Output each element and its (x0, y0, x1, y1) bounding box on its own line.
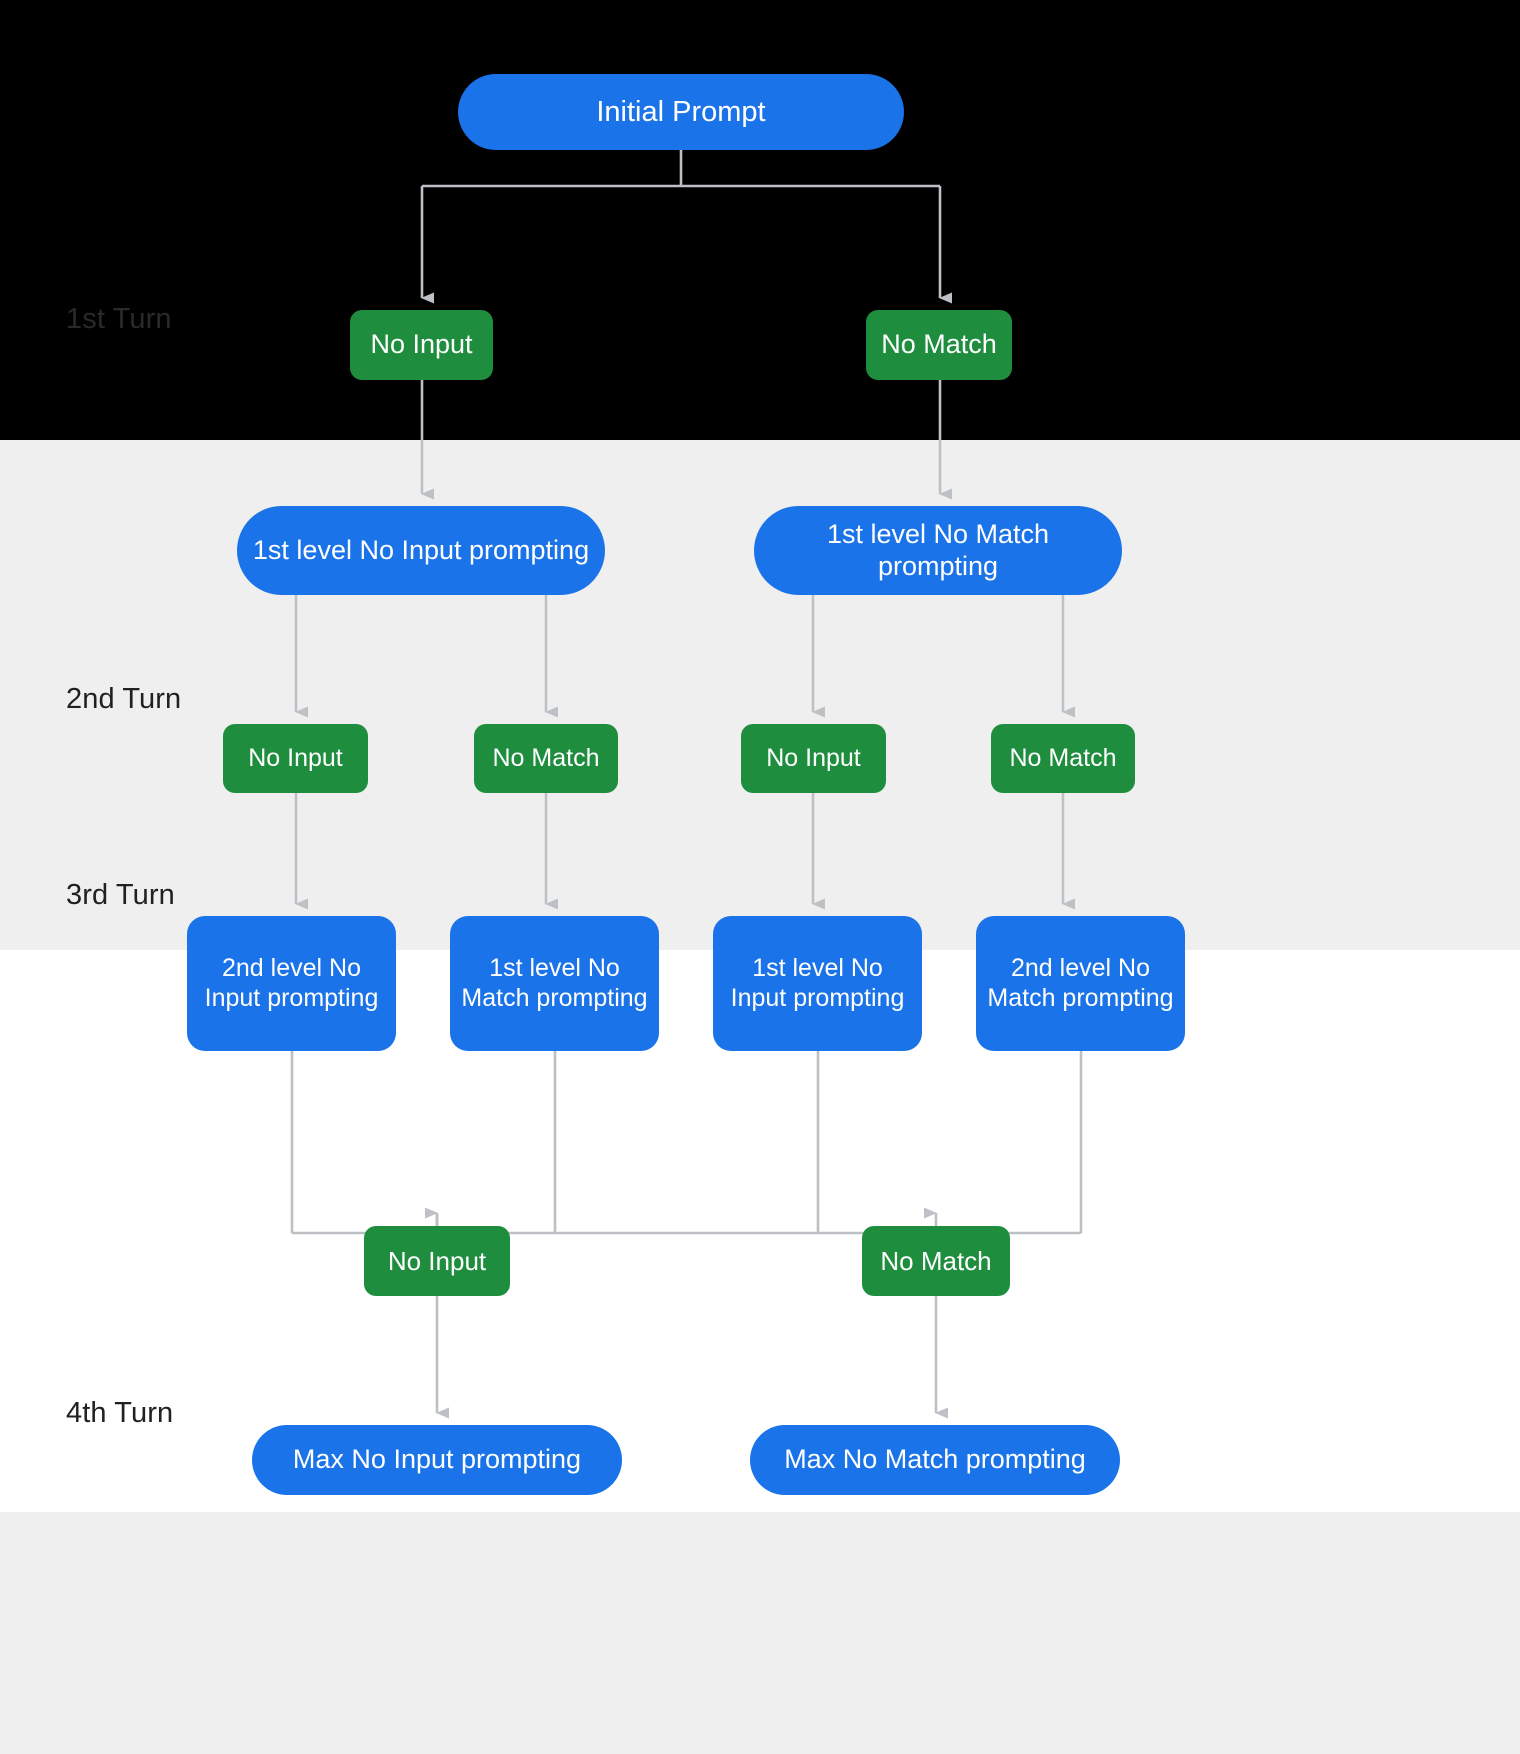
node-turn3-no-match[interactable]: No Match (862, 1226, 1010, 1296)
node-turn2-no-match-right[interactable]: No Match (991, 724, 1135, 793)
turn-band-2nd (0, 440, 1520, 950)
node-turn3-first-level-no-match-prompting[interactable]: 1st level No Match prompting (450, 916, 659, 1051)
node-turn2-first-level-no-input-prompting[interactable]: 1st level No Input prompting (237, 506, 605, 595)
node-turn2-first-level-no-match-prompting[interactable]: 1st level No Match prompting (754, 506, 1122, 595)
node-turn2-no-input-left[interactable]: No Input (223, 724, 368, 793)
turn-label-3rd: 3rd Turn (66, 879, 175, 911)
node-turn4-max-no-match-prompting[interactable]: Max No Match prompting (750, 1425, 1120, 1495)
node-turn2-no-input-right[interactable]: No Input (741, 724, 886, 793)
node-turn4-max-no-input-prompting[interactable]: Max No Input prompting (252, 1425, 622, 1495)
node-initial-prompt[interactable]: Initial Prompt (458, 74, 904, 150)
node-turn3-first-level-no-input-prompting[interactable]: 1st level No Input prompting (713, 916, 922, 1051)
turn-label-1st: 1st Turn (66, 303, 172, 335)
turn-label-4th: 4th Turn (66, 1397, 174, 1429)
turn-band-1st (0, 0, 1520, 440)
node-turn2-no-match-left[interactable]: No Match (474, 724, 618, 793)
turn-label-2nd: 2nd Turn (66, 683, 182, 715)
node-turn1-no-input[interactable]: No Input (350, 310, 493, 380)
node-turn3-second-level-no-match-prompting[interactable]: 2nd level No Match prompting (976, 916, 1185, 1051)
node-turn3-no-input[interactable]: No Input (364, 1226, 510, 1296)
node-turn3-second-level-no-input-prompting[interactable]: 2nd level No Input prompting (187, 916, 396, 1051)
turn-band-4th (0, 1512, 1520, 1754)
node-turn1-no-match[interactable]: No Match (866, 310, 1012, 380)
